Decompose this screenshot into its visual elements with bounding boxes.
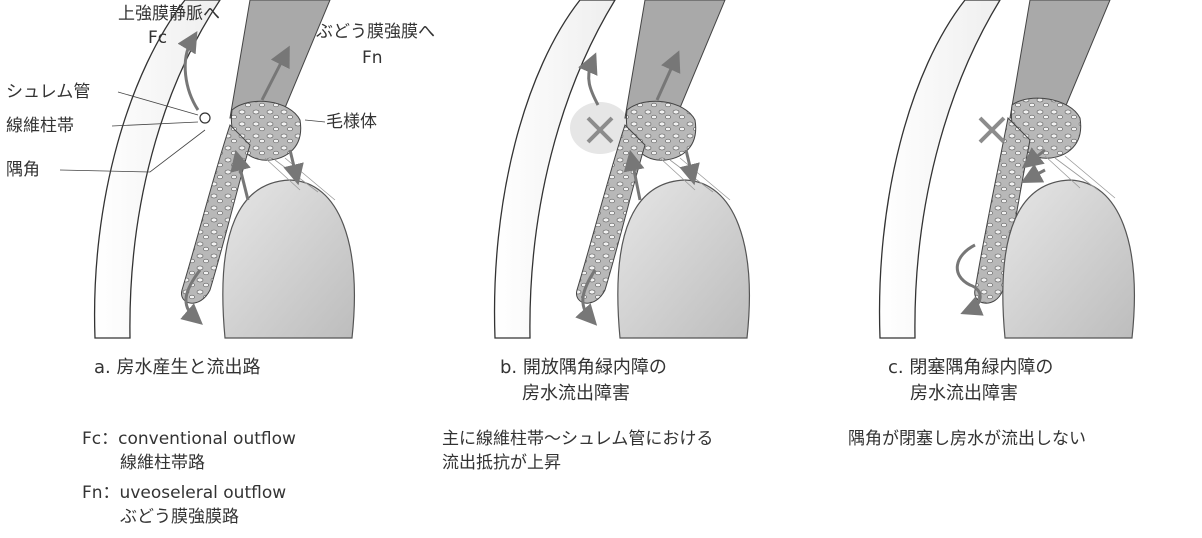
note-fc-line1: Fc：conventional outflow — [82, 428, 296, 450]
caption-b-line2: 房水流出障害 — [522, 382, 630, 405]
arrow-flow-b3 — [686, 150, 692, 175]
label-fn: Fn — [362, 48, 383, 68]
label-trabecular-meshwork: 線維柱帯 — [6, 116, 74, 136]
label-schlemm-canal: シュレム管 — [6, 82, 90, 102]
panel-a-illustration — [60, 0, 354, 338]
lens-a — [223, 180, 355, 338]
arrow-flow-c3 — [1030, 170, 1045, 178]
label-uveoscleral: ぶどう膜強膜へ — [316, 22, 435, 42]
note-fc-line2: 線維柱帯路 — [120, 452, 205, 474]
panel-b-illustration — [495, 0, 750, 338]
caption-a: a. 房水産生と流出路 — [94, 356, 260, 379]
note-fn-line2: ぶどう膜強膜路 — [120, 506, 239, 528]
label-angle: 隅角 — [6, 160, 40, 180]
note-c-line1: 隅角が閉塞し房水が流出しない — [848, 428, 1086, 450]
panel-c-illustration — [880, 0, 1135, 338]
caption-c-line2: 房水流出障害 — [910, 382, 1018, 405]
lens-b — [618, 180, 750, 338]
note-b-line1: 主に線維柱帯〜シュレム管における — [442, 428, 713, 450]
block-x-c — [980, 118, 1004, 142]
label-upper-scleral-vein: 上強膜静脈へ — [118, 4, 220, 24]
sclera-a — [230, 0, 330, 118]
label-fc: Fc — [148, 28, 167, 48]
leader-ciliary — [305, 120, 325, 122]
schlemm-canal-a — [200, 113, 210, 123]
arrow-fc-a — [185, 40, 198, 110]
arrow-fc-b — [589, 62, 598, 105]
caption-c-line1: c. 閉塞隅角緑内障の — [888, 356, 1053, 379]
label-ciliary-body: 毛様体 — [326, 112, 377, 132]
note-fn-line1: Fn：uveoseleral outflow — [82, 482, 286, 504]
sclera-b — [625, 0, 725, 118]
lens-c — [1003, 180, 1135, 338]
caption-b-line1: b. 開放隅角緑内障の — [500, 356, 667, 379]
note-b-line2: 流出抵抗が上昇 — [442, 452, 561, 474]
